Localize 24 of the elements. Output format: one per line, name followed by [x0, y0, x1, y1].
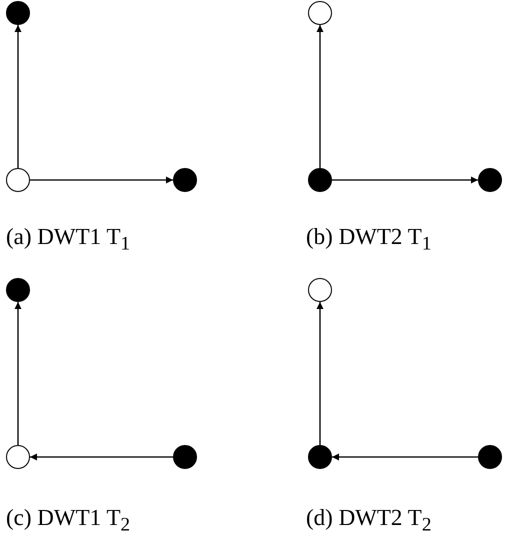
- arrow: [14, 302, 22, 445]
- hollow-dot: [6, 445, 30, 469]
- solid-dot: [6, 278, 30, 302]
- hollow-dot: [308, 278, 332, 302]
- solid-dot: [478, 445, 502, 469]
- arrow: [14, 25, 22, 168]
- subfigure-caption: (a) DWT1 T$_{1}$: [6, 224, 130, 255]
- solid-dot: [173, 168, 197, 192]
- subfigure-caption: (c) DWT1 T$_{2}$: [6, 505, 130, 536]
- arrow: [316, 25, 324, 168]
- hollow-dot: [308, 1, 332, 25]
- arrow: [30, 176, 173, 184]
- arrow: [332, 454, 478, 460]
- arrow: [332, 176, 478, 184]
- subfigure-caption: (b) DWT2 T$_{1}$: [306, 224, 432, 255]
- subfigure-caption: (d) DWT2 T$_{2}$: [306, 505, 432, 536]
- solid-dot: [308, 168, 332, 192]
- hollow-dot: [6, 168, 30, 192]
- solid-dot: [478, 168, 502, 192]
- arrow: [316, 302, 324, 445]
- solid-dot: [173, 445, 197, 469]
- arrow: [30, 454, 173, 460]
- solid-dot: [6, 1, 30, 25]
- solid-dot: [308, 445, 332, 469]
